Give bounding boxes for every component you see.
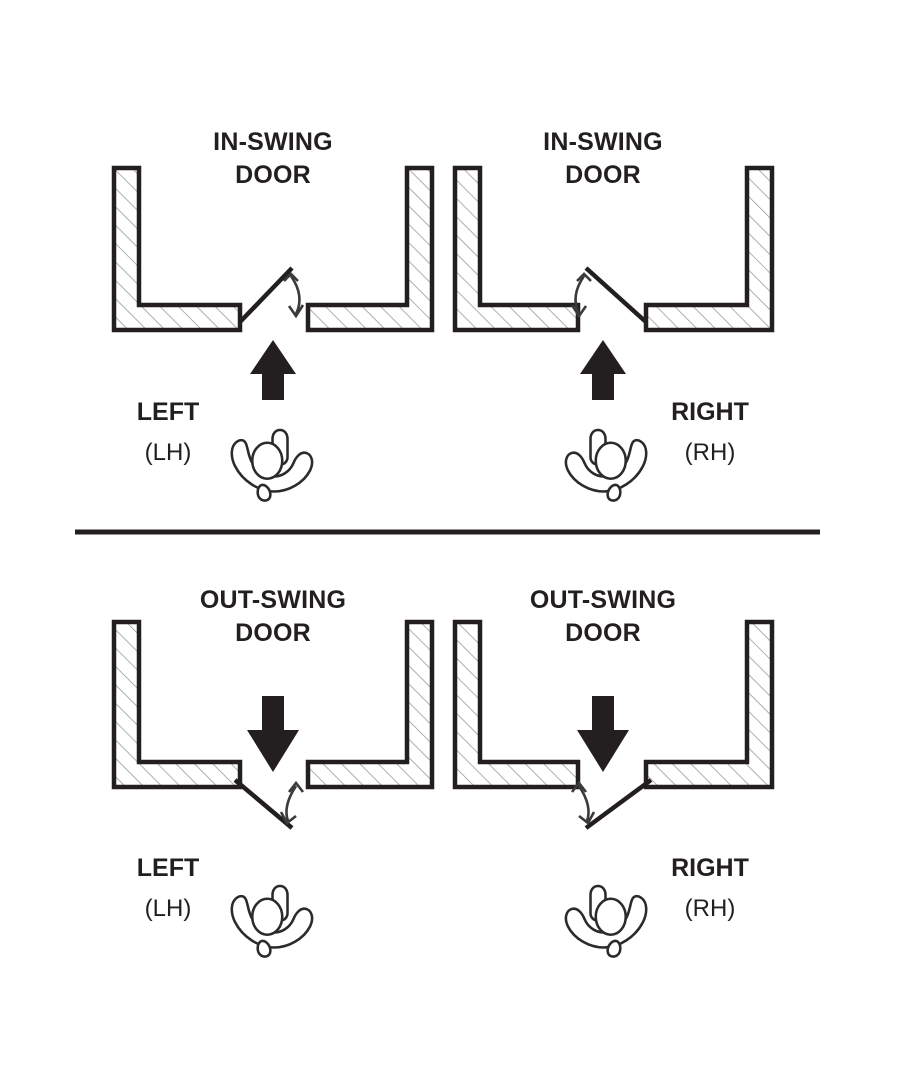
direction-arrow-down-icon xyxy=(247,696,299,772)
door-leaf xyxy=(584,778,653,830)
hand-abbr: (LH) xyxy=(145,895,192,922)
hand-label: RIGHT xyxy=(671,854,749,882)
panel-title-line1: OUT-SWING xyxy=(530,586,676,614)
left-hand-palm-up-icon xyxy=(230,428,314,502)
swing-arc-icon xyxy=(283,272,305,319)
direction-arrow-up-icon xyxy=(580,340,626,400)
wall-left-l xyxy=(452,619,581,790)
hand-abbr: (RH) xyxy=(685,895,736,922)
direction-arrow-up-icon xyxy=(250,340,296,400)
door-leaf xyxy=(584,266,648,324)
panel-title-line1: OUT-SWING xyxy=(200,586,346,614)
wall-left-l xyxy=(111,165,243,333)
wall-right-l xyxy=(305,165,435,333)
left-hand-palm-up-icon xyxy=(230,884,314,958)
hand-abbr: (LH) xyxy=(145,439,192,466)
wall-right-l xyxy=(305,619,435,790)
door-leaf xyxy=(238,266,294,324)
hand-label: LEFT xyxy=(137,398,200,426)
swing-arc-icon xyxy=(570,272,592,319)
wall-left-l xyxy=(452,165,581,333)
wall-right-l xyxy=(643,619,775,790)
panel-title-line2: DOOR xyxy=(235,619,311,647)
wall-right-l xyxy=(643,165,775,333)
right-hand-palm-up-icon xyxy=(564,428,648,502)
hand-label: RIGHT xyxy=(671,398,749,426)
direction-arrow-down-icon xyxy=(577,696,629,772)
wall-left-l xyxy=(111,619,243,790)
swing-arc-icon xyxy=(570,780,596,825)
swing-arc-icon xyxy=(279,780,305,825)
panel-out-swing-left: OUT-SWING DOOR LEFT (LH) xyxy=(111,586,435,958)
door-leaf xyxy=(233,778,294,830)
panel-out-swing-right: OUT-SWING DOOR RIGHT (RH) xyxy=(452,586,775,958)
panel-title-line1: IN-SWING xyxy=(213,128,333,156)
panel-in-swing-right: IN-SWING DOOR RIGHT (RH) xyxy=(452,128,775,502)
panel-title-line2: DOOR xyxy=(235,161,311,189)
right-hand-palm-up-icon xyxy=(564,884,648,958)
panel-title-line1: IN-SWING xyxy=(543,128,663,156)
hand-label: LEFT xyxy=(137,854,200,882)
panel-title-line2: DOOR xyxy=(565,161,641,189)
hand-abbr: (RH) xyxy=(685,439,736,466)
panel-in-swing-left: IN-SWING DOOR LEFT (LH) xyxy=(111,128,435,502)
panel-title-line2: DOOR xyxy=(565,619,641,647)
